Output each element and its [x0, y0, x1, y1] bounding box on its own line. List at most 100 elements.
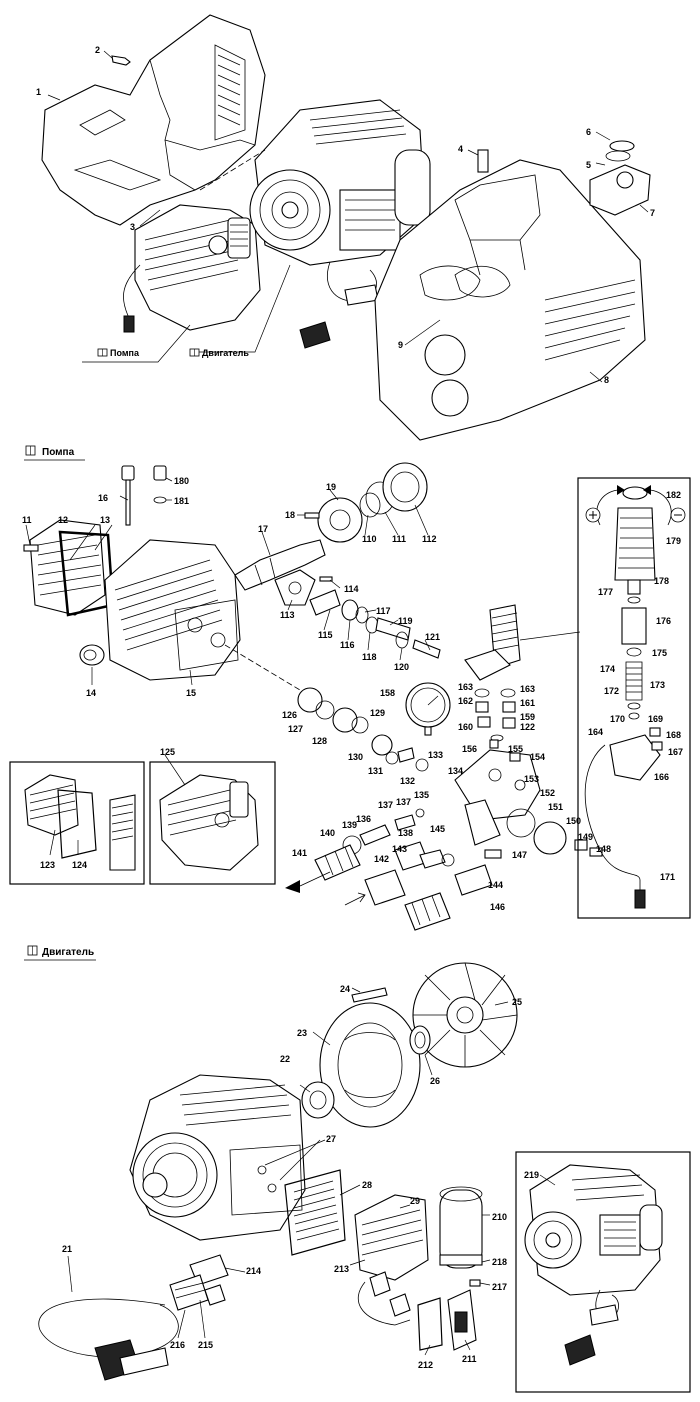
callout-176: 176	[656, 616, 671, 626]
callout-218: 218	[492, 1257, 507, 1267]
callout-150: 150	[566, 816, 581, 826]
callout-174: 174	[600, 664, 615, 674]
knob-assembly	[589, 140, 651, 216]
callout-134: 134	[448, 766, 463, 776]
callout-118: 118	[362, 652, 377, 662]
callout-182: 182	[666, 490, 681, 500]
callout-113: 113	[280, 610, 295, 620]
callout-117: 117	[376, 606, 391, 616]
callout-133: 133	[428, 750, 443, 760]
callout-114: 114	[344, 584, 359, 594]
callout-26: 26	[430, 1076, 440, 1086]
callout-29: 29	[410, 1196, 420, 1206]
callout-149: 149	[578, 832, 593, 842]
callout-124: 124	[72, 860, 87, 870]
callout-213: 213	[334, 1264, 349, 1274]
callout-136: 136	[356, 814, 371, 824]
callout-210: 210	[492, 1212, 507, 1222]
callout-140: 140	[320, 828, 335, 838]
callout-1: 1	[36, 87, 41, 97]
callout-122: 122	[520, 722, 535, 732]
callout-173: 173	[650, 680, 665, 690]
callout-11: 11	[22, 515, 32, 525]
callout-135: 135	[414, 790, 429, 800]
callout-216: 216	[170, 1340, 185, 1350]
callout-127: 127	[288, 724, 303, 734]
motor-link-label[interactable]: Двигатель	[202, 348, 249, 358]
pump-overview	[123, 204, 261, 333]
callout-162: 162	[458, 696, 473, 706]
flow-arrow-icon	[285, 871, 331, 893]
pump-link-label[interactable]: Помпа	[110, 348, 140, 358]
unloader-inset	[577, 477, 691, 919]
frame	[374, 159, 646, 441]
callout-153: 153	[524, 774, 539, 784]
book-icon	[25, 445, 36, 456]
callout-131: 131	[368, 766, 383, 776]
callout-25: 25	[512, 997, 522, 1007]
callout-130: 130	[348, 752, 363, 762]
callout-215: 215	[198, 1340, 213, 1350]
callout-129: 129	[370, 708, 385, 718]
housing-top	[41, 14, 266, 226]
callout-161: 161	[520, 698, 535, 708]
callout-171: 171	[660, 872, 675, 882]
callout-141: 141	[292, 848, 307, 858]
pump-section: Помпа	[9, 445, 691, 931]
fan-cover	[319, 1002, 421, 1128]
motor-overview	[249, 99, 431, 349]
callout-4: 4	[458, 144, 463, 154]
callout-172: 172	[604, 686, 619, 696]
callout-28: 28	[362, 1180, 372, 1190]
callout-151: 151	[548, 802, 563, 812]
callout-163b: 163	[520, 684, 535, 694]
motor-body	[129, 1074, 306, 1241]
callout-175: 175	[652, 648, 667, 658]
callout-115: 115	[318, 630, 333, 640]
callout-17: 17	[258, 524, 268, 534]
callout-154: 154	[530, 752, 545, 762]
book-icon	[27, 945, 38, 956]
callout-22: 22	[280, 1054, 290, 1064]
callout-159: 159	[520, 712, 535, 722]
motor-section: Двигатель	[24, 945, 691, 1393]
callout-126: 126	[282, 710, 297, 720]
callout-125: 125	[160, 747, 175, 757]
book-icon	[97, 348, 108, 357]
callout-21: 21	[62, 1244, 72, 1254]
callout-143: 143	[392, 844, 407, 854]
motor-section-title: Двигатель	[42, 947, 94, 958]
callout-119: 119	[398, 616, 413, 626]
callout-111: 111	[392, 534, 406, 544]
callout-219: 219	[524, 1170, 539, 1180]
callout-128: 128	[312, 736, 327, 746]
callout-181: 181	[174, 496, 189, 506]
callout-123: 123	[40, 860, 55, 870]
callout-5: 5	[586, 160, 591, 170]
callout-167: 167	[668, 747, 683, 757]
callout-156: 156	[462, 744, 477, 754]
callout-178: 178	[654, 576, 669, 586]
callout-169: 169	[648, 714, 663, 724]
callout-148: 148	[596, 844, 611, 854]
callout-147: 147	[512, 850, 527, 860]
flow-arrow-icon	[344, 892, 366, 906]
callout-27: 27	[326, 1134, 336, 1144]
callout-152: 152	[540, 788, 555, 798]
callout-144: 144	[488, 880, 503, 890]
rotate-plus-icon	[585, 485, 625, 526]
callout-14: 14	[86, 688, 96, 698]
callout-15: 15	[186, 688, 196, 698]
callout-112: 112	[422, 534, 437, 544]
callout-9: 9	[398, 340, 403, 350]
callout-7: 7	[650, 208, 655, 218]
callout-179: 179	[666, 536, 681, 546]
callout-120: 120	[394, 662, 409, 672]
callout-158: 158	[380, 688, 395, 698]
callout-137: 137	[378, 800, 393, 810]
callout-155: 155	[508, 744, 523, 754]
callout-6: 6	[586, 127, 591, 137]
callout-168: 168	[666, 730, 681, 740]
callout-24: 24	[340, 984, 350, 994]
